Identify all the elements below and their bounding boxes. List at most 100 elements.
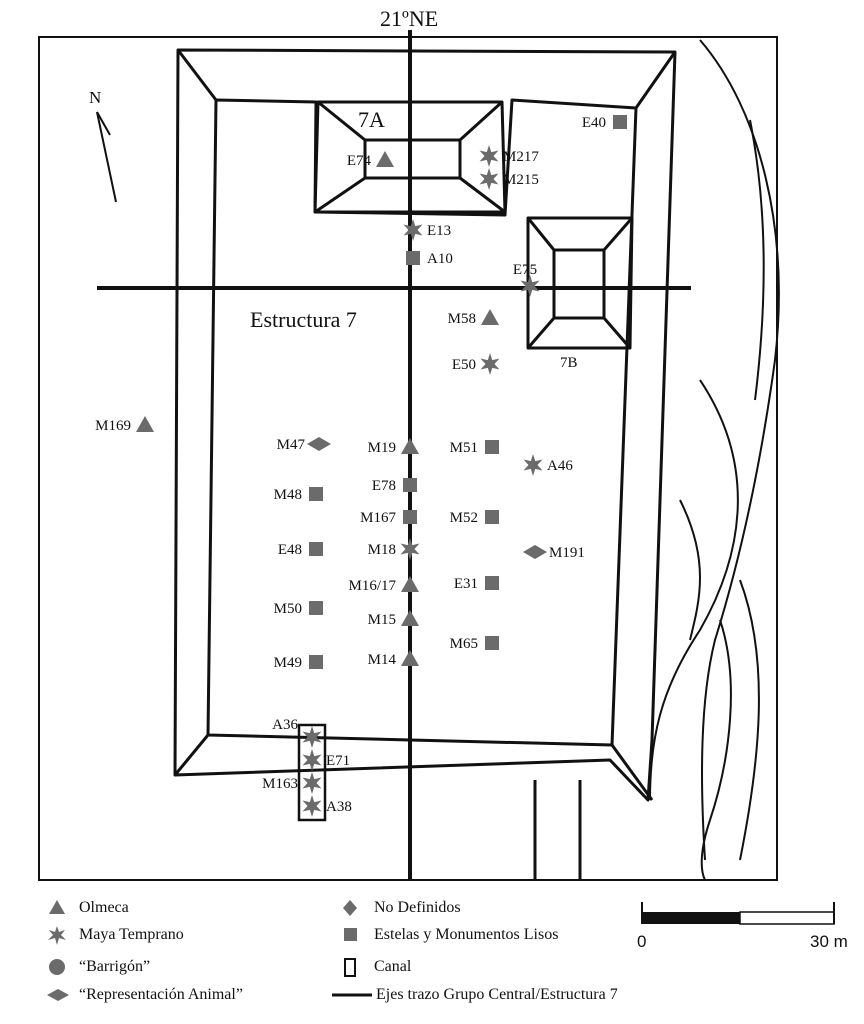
marker-m163: M163	[262, 772, 322, 794]
legend-estelas-label: Estelas y Monumentos Lisos	[374, 926, 559, 943]
scale-bar-black	[642, 912, 740, 924]
scale-bar	[641, 902, 835, 925]
square-icon	[485, 636, 499, 650]
star-icon	[302, 749, 322, 771]
square-icon	[403, 510, 417, 524]
marker-label: E74	[347, 153, 372, 169]
diamond-icon	[523, 545, 547, 559]
north-label: N	[89, 88, 101, 107]
marker-label: E48	[278, 542, 302, 558]
star-icon	[480, 353, 500, 375]
canal-icon	[344, 958, 356, 977]
star-icon	[520, 275, 540, 297]
marker-label: E50	[452, 357, 476, 373]
marker-m169: M169	[95, 416, 154, 434]
star-icon	[302, 726, 322, 748]
legend-canal: Canal	[340, 957, 540, 979]
scale-end-label: 30 m	[810, 932, 848, 951]
triangle-icon	[401, 576, 419, 592]
terrain-contours	[649, 39, 780, 881]
star-icon	[479, 168, 499, 190]
legend-ejes-label: Ejes trazo Grupo Central/Estructura 7	[376, 986, 618, 1003]
diamond-icon	[343, 900, 357, 916]
marker-label: M52	[450, 510, 478, 526]
legend-maya-temprano: Maya Temprano	[45, 925, 245, 947]
legend-representacion-animal: “Representación Animal”	[45, 985, 315, 1007]
structure-7a	[313, 100, 507, 214]
marker-label: M215	[503, 172, 539, 188]
square-icon	[613, 115, 627, 129]
marker-label: E13	[427, 223, 451, 239]
star-icon	[302, 772, 322, 794]
marker-label: A46	[547, 458, 573, 474]
axis-label: 21ºNE	[380, 6, 438, 31]
marker-a10: A10	[406, 251, 453, 267]
marker-label: M47	[277, 437, 306, 453]
marker-label: E78	[372, 478, 396, 494]
legend-canal-label: Canal	[374, 958, 412, 975]
marker-m19: M19	[368, 438, 419, 456]
legend-olmeca-label: Olmeca	[79, 899, 129, 916]
marker-label: A36	[272, 717, 298, 733]
marker-label: E75	[513, 262, 537, 278]
marker-m215: M215	[479, 168, 539, 190]
marker-e71: E71	[302, 749, 350, 771]
marker-e50: E50	[452, 353, 500, 375]
triangle-icon	[376, 151, 394, 167]
triangle-icon	[401, 650, 419, 666]
marker-label: M18	[368, 542, 396, 558]
marker-label: M16/17	[348, 578, 396, 594]
star-icon	[403, 219, 423, 241]
marker-m14: M14	[368, 650, 419, 668]
scale-start-label: 0	[637, 932, 647, 951]
marker-e48: E48	[278, 542, 323, 558]
square-icon	[485, 510, 499, 524]
triangle-icon	[401, 610, 419, 626]
marker-label: A38	[326, 799, 352, 815]
diamond-icon	[307, 437, 331, 451]
triangle-icon	[401, 438, 419, 454]
marker-label: E31	[454, 576, 478, 592]
marker-m18: M18	[368, 538, 420, 560]
marker-m15: M15	[368, 610, 419, 628]
marker-e75: E75	[513, 262, 540, 297]
marker-e78: E78	[372, 478, 417, 494]
marker-label: M48	[274, 487, 302, 503]
legend-barrigon: “Barrigón”	[45, 957, 245, 979]
marker-label: M169	[95, 418, 131, 434]
marker-m49: M49	[274, 655, 323, 671]
legend-olmeca: Olmeca	[45, 898, 245, 920]
marker-label: E40	[582, 115, 606, 131]
legend-ejes: Ejes trazo Grupo Central/Estructura 7	[330, 985, 690, 1007]
triangle-icon	[49, 900, 65, 914]
square-icon	[309, 655, 323, 669]
square-icon	[406, 251, 420, 265]
legend-estelas: Estelas y Monumentos Lisos	[340, 925, 630, 947]
star-icon	[48, 926, 66, 945]
canal	[297, 723, 327, 822]
marker-label: M49	[274, 655, 302, 671]
marker-label: M65	[450, 636, 478, 652]
square-icon	[403, 478, 417, 492]
marker-m51: M51	[450, 440, 499, 456]
marker-label: M51	[450, 440, 478, 456]
marker-e40: E40	[582, 115, 627, 131]
legend-representacion-animal-label: “Representación Animal”	[79, 986, 243, 1003]
star-icon	[479, 145, 499, 167]
marker-a38: A38	[302, 795, 352, 817]
structure-7b-label: 7B	[560, 355, 578, 371]
legend-no-definidos: No Definidos	[340, 898, 540, 920]
layout-axes	[97, 30, 691, 880]
marker-label: M15	[368, 612, 396, 628]
marker-m167: M167	[360, 510, 417, 526]
marker-m50: M50	[274, 601, 323, 617]
structure-7a-label: 7A	[358, 107, 385, 132]
marker-label: M50	[274, 601, 302, 617]
marker-label: M167	[360, 510, 396, 526]
circle-icon	[49, 959, 65, 975]
marker-m191: M191	[523, 545, 585, 561]
square-icon	[309, 601, 323, 615]
legend-maya-temprano-label: Maya Temprano	[79, 926, 184, 943]
